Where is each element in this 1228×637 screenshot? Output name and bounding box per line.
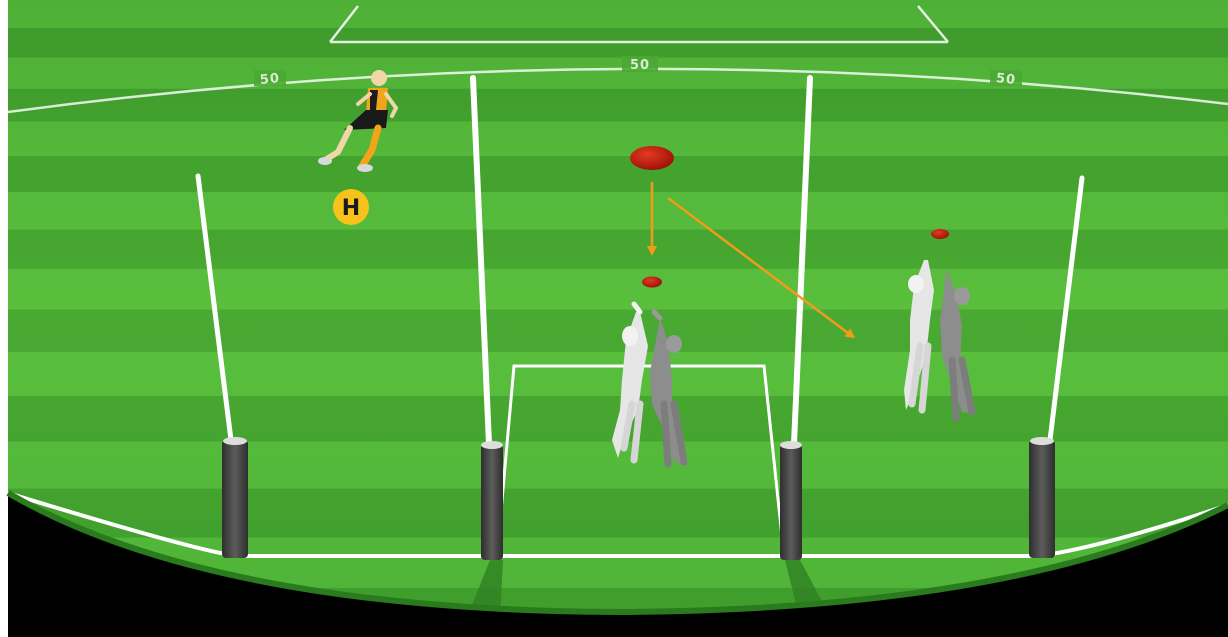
- grass-stripe: [0, 0, 1228, 28]
- grass-stripe: [0, 310, 1228, 352]
- football-kick: [630, 146, 674, 170]
- football-far: [931, 229, 949, 239]
- fifty-label-center: 50: [630, 58, 650, 73]
- fifty-label-left: 50: [259, 71, 281, 88]
- grass-stripe: [0, 89, 1228, 122]
- grass-stripe: [0, 269, 1228, 310]
- grass-stripe: [0, 230, 1228, 269]
- grass-stripe: [0, 156, 1228, 192]
- umpire-badge: H: [333, 189, 369, 225]
- grass-stripe: [0, 122, 1228, 156]
- fifty-label-right: 50: [995, 71, 1017, 88]
- left-border: [0, 0, 8, 637]
- grass-stripe: [0, 192, 1228, 230]
- football-near: [642, 277, 662, 288]
- umpire-badge-letter: H: [342, 196, 360, 221]
- grass-stripe: [0, 352, 1228, 396]
